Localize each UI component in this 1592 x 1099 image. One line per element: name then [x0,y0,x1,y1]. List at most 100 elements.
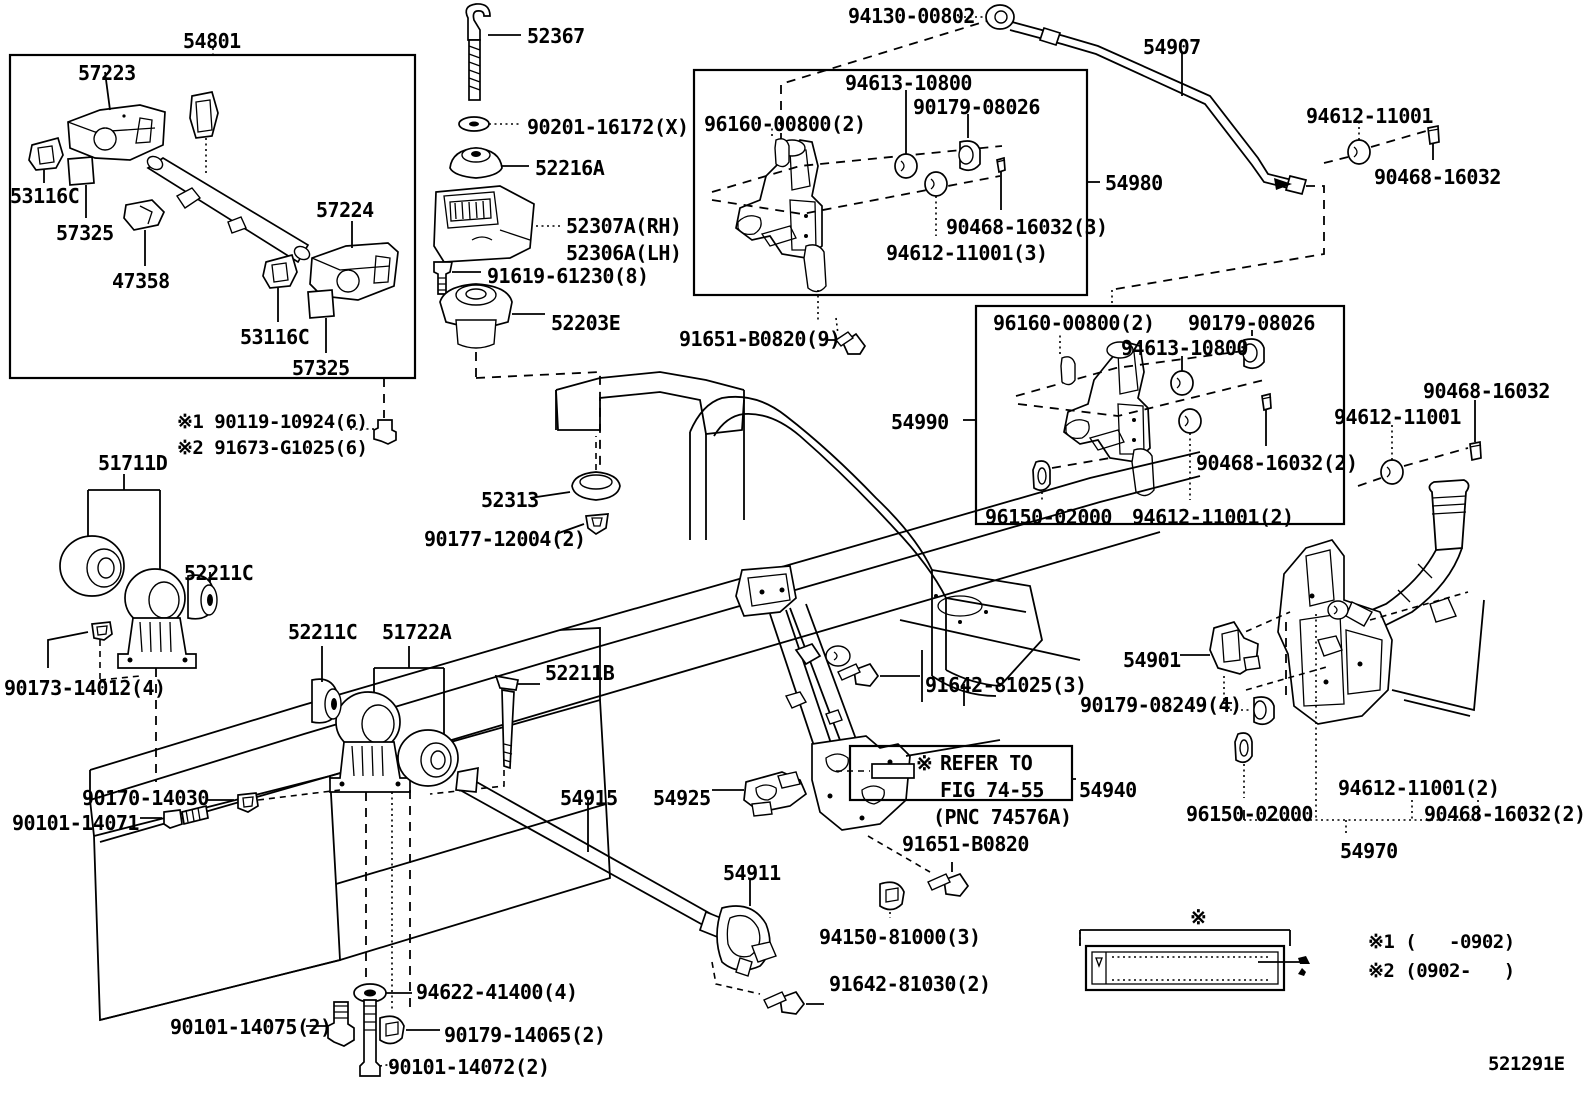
part-label-l32: 94622-41400(4) [416,980,578,1004]
part-51722A-bracket [329,691,411,1020]
part-52216A-stopper [449,147,529,179]
part-94612-11001-far-right [1357,424,1469,487]
part-96150-02000-right-clip [1234,732,1253,798]
part-90179-08249-4-nut [1222,696,1275,726]
part-label-l71: ※1 ( -0902) [1368,931,1515,953]
part-label-l42: 90179-08026 [913,95,1040,119]
part-52211B-bolt [429,674,540,795]
part-label-l56: 94612-11001(2) [1132,505,1294,529]
part-label-l70: ※ [1190,905,1207,929]
part-label-l28: 90177-12004(2) [424,527,586,551]
part-90101-14072-2-bolt [359,999,401,1077]
part-90468-16032-far-right [1469,400,1482,462]
part-label-l18: ※2 91673-G1025(6) [177,437,368,459]
part-label-l33: 90101-14075(2) [170,1015,332,1039]
part-52313-plug [529,436,621,501]
part-label-l36: 94150-81000(3) [819,925,981,949]
part-54940-strut [735,565,1081,831]
part-label-l40: 94130-00802 [848,4,975,28]
group-box-54980 [692,68,1100,297]
assembly-54980 [711,19,1003,320]
part-90179-08026-nut-lower [1242,330,1265,370]
part-57223 [67,71,166,161]
assembly-54990 [1015,341,1267,497]
part-label-l1: 54801 [183,29,241,53]
refer-to-box [836,744,1076,802]
part-47358 [123,199,166,266]
part-96160-00800-2-lower [1059,332,1076,386]
part-label-l21: 90173-14012(4) [4,676,166,700]
part-label-l72: ※2 (0902- ) [1368,960,1515,982]
part-90177-12004-2-clip [555,513,609,536]
part-94612-11001-3-washer [924,171,948,236]
part-label-l54: 90468-16032(2) [1196,451,1358,475]
part-label-l64: 90468-16032(2) [1424,802,1586,826]
part-label-l37: 91651-B0820 [902,832,1029,856]
group-bracket-54970 [1243,800,1479,836]
part-label-l30: 54925 [653,786,711,810]
part-94622-41400-4-washer [353,983,412,1003]
part-label-l9: 52367 [527,24,585,48]
part-54911-clamp [711,880,777,995]
part-label-l57: 90468-16032 [1423,379,1550,403]
part-label-l3: 53116C [10,184,80,208]
part-94150-81000-3-nut [867,835,931,918]
part-label-l43: 96160-00800(2) [704,112,866,136]
part-53116C-left [28,136,64,183]
part-label-l7: 53116C [240,325,310,349]
part-label-l53: 54990 [891,410,949,434]
part-57325-right [307,289,335,353]
part-label-l41: 94613-10800 [845,71,972,95]
part-label-l67: FIG 74-55 [940,778,1044,802]
group-box-54990 [963,290,1346,526]
part-label-l22: 52211C [288,620,358,644]
part-91642-81025-3-bolt [837,650,965,706]
part-51711D-bracket [117,568,197,782]
part-90201-16172-washer [458,116,521,132]
part-label-l59: 54901 [1123,648,1181,672]
part-94612-11001-2-washer-lower [1178,408,1202,500]
part-label-l39: 91642-81025(3) [925,673,1087,697]
part-label-l10: 90201-16172(X) [527,115,689,139]
part-94612-11001-right-washer [1323,120,1427,165]
part-54901-clip [1180,620,1261,700]
part-label-l8: 57325 [292,356,350,380]
part-57325-left [67,156,95,218]
part-label-l14: 91619-61230(8) [487,264,649,288]
part-upper-small-clip [189,91,219,175]
part-51722A-bushing [397,729,459,787]
part-label-l24: 52211B [545,661,615,685]
part-center-tube [146,155,311,264]
part-label-l66: REFER TO [940,751,1033,775]
part-label-l15: 52203E [551,311,621,335]
part-label-l29: 54915 [560,786,618,810]
part-90468-16032-2-clip-lower [1261,392,1272,446]
part-label-l62: 94612-11001(2) [1338,776,1500,800]
part-90170-14030-nut [208,789,341,813]
part-label-l13: 52306A(LH) [566,241,682,265]
part-53116C-right [262,253,298,322]
part-90179-08026-nut-top [958,114,981,172]
part-label-l25: 90170-14030 [82,786,209,810]
part-label-l16: 91651-B0820(9) [679,327,841,351]
part-label-l27: 52313 [481,488,539,512]
part-label-l6: 57224 [316,198,374,222]
part-label-l20: 52211C [184,561,254,585]
part-96160-00800-2 [771,128,790,168]
part-label-l31: 54911 [723,861,781,885]
part-91642-81030-2-bolt [763,990,824,1015]
part-label-l63: 96150-02000 [1186,802,1313,826]
part-52211C-right-bush [311,646,342,724]
part-label-l73: 521291E [1488,1053,1565,1075]
part-label-l45: 94612-11001(3) [886,241,1048,265]
part-label-l34: 90179-14065(2) [444,1023,606,1047]
part-52307A-52306A [433,185,560,263]
part-label-l48: 94612-11001 [1306,104,1433,128]
part-label-l23: 51722A [382,620,452,644]
part-90468-16032-3-clip [996,156,1006,210]
part-label-l68: (PNC 74576A) [933,805,1072,829]
part-52367-hook-bolt [465,3,521,101]
part-label-l50: 96160-00800(2) [993,311,1155,335]
part-91651-B0820-bolt [927,862,970,897]
part-94130-00802 [953,4,1015,30]
